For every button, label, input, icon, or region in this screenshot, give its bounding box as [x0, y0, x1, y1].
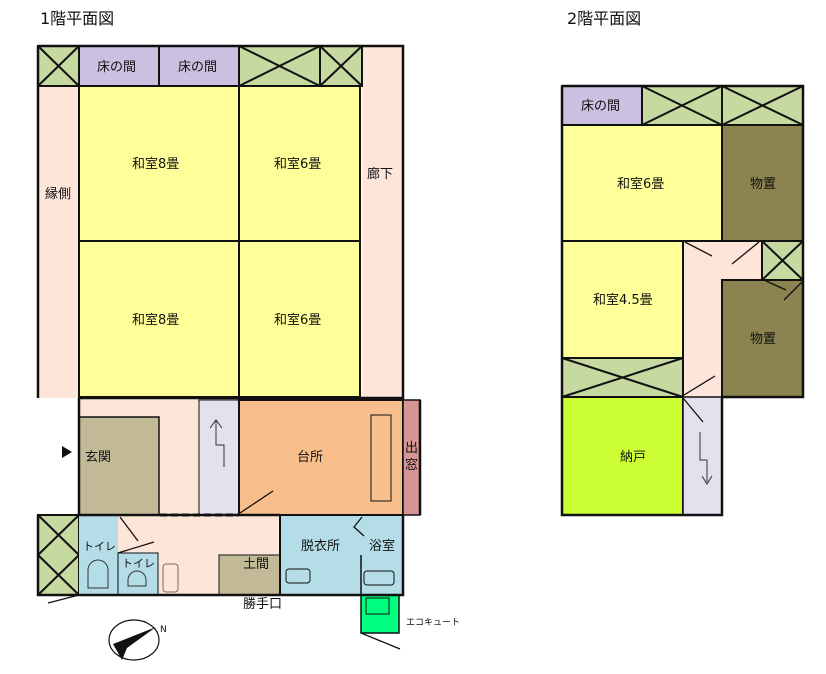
kitchen-counter: [370, 414, 392, 502]
floor2: [560, 84, 805, 517]
closet-x: [561, 85, 804, 398]
label-washitsu45: 和室4.5畳: [593, 292, 653, 308]
engawa: [38, 86, 79, 398]
label-washitsu8a: 和室8畳: [132, 156, 179, 172]
door-swing: [682, 241, 803, 423]
corridor: [362, 46, 403, 398]
floor2-title: 2階平面図: [567, 9, 641, 28]
label-toilet1: トイレ: [83, 540, 116, 553]
label-yokushitsu: 浴室: [369, 538, 395, 554]
hallway-2f: [683, 280, 722, 397]
label-monooki1: 物置: [750, 177, 776, 192]
door-swing: [239, 490, 274, 514]
floor1-labels: 床の間 床の間 和室8畳 和室6畳 和室8畳 和室6畳 縁側 廊下 玄関 台所 …: [45, 60, 460, 628]
compass-icon: N: [108, 619, 167, 661]
storage-2: [721, 279, 804, 398]
tokonoma-2: [158, 45, 240, 87]
label-katteguchi: 勝手口: [243, 597, 282, 612]
label-rouka: 廊下: [367, 166, 393, 182]
label-datsuijo: 脱衣所: [301, 538, 340, 554]
floor1: N: [36, 44, 422, 661]
label-tokonoma-2f: 床の間: [581, 99, 620, 114]
entrance-marker-icon: [62, 446, 72, 458]
toilet-1: [79, 515, 118, 595]
label-washitsu8b: 和室8畳: [132, 312, 179, 328]
washitsu-6-bottom: [238, 240, 361, 398]
label-toilet2: トイレ: [122, 557, 155, 570]
label-demado-2: 窓: [405, 457, 418, 473]
label-washitsu6b: 和室6畳: [274, 312, 321, 328]
washitsu-6-top: [238, 85, 361, 242]
tokonoma-1: [78, 45, 160, 87]
svg-text:N: N: [160, 625, 167, 635]
door-swing: [117, 516, 155, 554]
label-tokonoma-1: 床の間: [97, 60, 136, 75]
label-engawa: 縁側: [45, 186, 71, 202]
floor2-labels: 床の間 和室6畳 物置 和室4.5畳 物置 納戸: [581, 99, 776, 465]
washitsu-8-bottom: [78, 240, 240, 398]
washitsu-4-5: [561, 240, 684, 359]
sink-icon: [162, 563, 179, 593]
floor1-title: 1階平面図: [40, 9, 114, 28]
datsuijo-yokushitsu: [279, 514, 404, 596]
label-ecocute: エコキュート: [406, 618, 460, 628]
stairs-arrow-icon: [209, 419, 225, 467]
stairs-arrow-icon: [699, 432, 713, 485]
toilet-bowl-icon: [87, 559, 109, 589]
door-swing: [353, 516, 365, 537]
label-doma: 土間: [243, 557, 269, 572]
stairs-1f: [198, 399, 240, 516]
bathtub-icon: [363, 570, 395, 586]
washbasin-icon: [285, 568, 311, 584]
stairs-2f: [682, 396, 723, 516]
toilet-bowl-icon: [127, 570, 147, 587]
label-washitsu6-2f: 和室6畳: [617, 176, 664, 192]
label-washitsu6a: 和室6畳: [274, 156, 321, 172]
storage-1: [721, 124, 804, 242]
genkan: [78, 416, 160, 516]
label-nando: 納戸: [620, 450, 646, 465]
label-monooki2: 物置: [750, 332, 776, 347]
label-genkan: 玄関: [85, 450, 111, 465]
label-demado-1: 出: [405, 441, 418, 456]
label-daidokoro: 台所: [297, 450, 323, 465]
label-tokonoma-2: 床の間: [178, 60, 217, 75]
